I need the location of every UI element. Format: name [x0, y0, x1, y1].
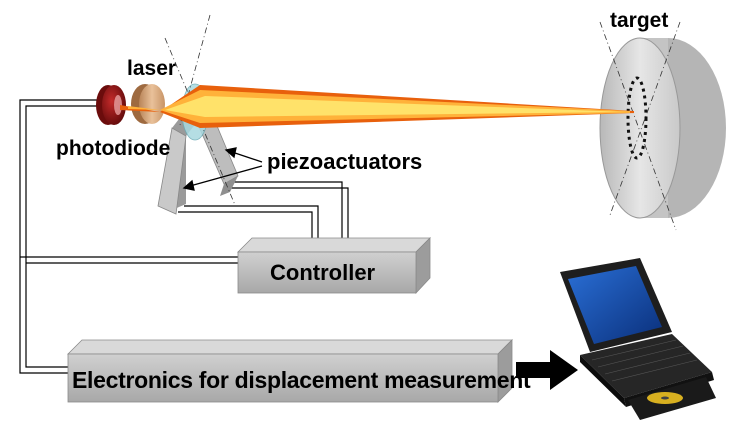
piezo-arrows	[182, 147, 263, 191]
signal-wires	[19, 99, 349, 374]
arrow-right-icon	[516, 350, 578, 390]
laptop-icon	[560, 258, 716, 420]
electronics-label: Electronics for displacement measurement	[72, 367, 531, 393]
controller-box	[237, 237, 431, 295]
laser-beam	[120, 85, 634, 128]
piezoactuators-label: piezoactuators	[267, 149, 423, 174]
laser-icon	[131, 84, 165, 124]
electronics-box	[67, 339, 513, 403]
target-label: target	[610, 9, 669, 32]
laser-label: laser	[127, 57, 177, 80]
photodiode-icon	[96, 85, 126, 125]
photodiode-label: photodiode	[56, 137, 171, 160]
controller-label: Controller	[270, 260, 376, 285]
target-disc-icon	[599, 21, 726, 231]
